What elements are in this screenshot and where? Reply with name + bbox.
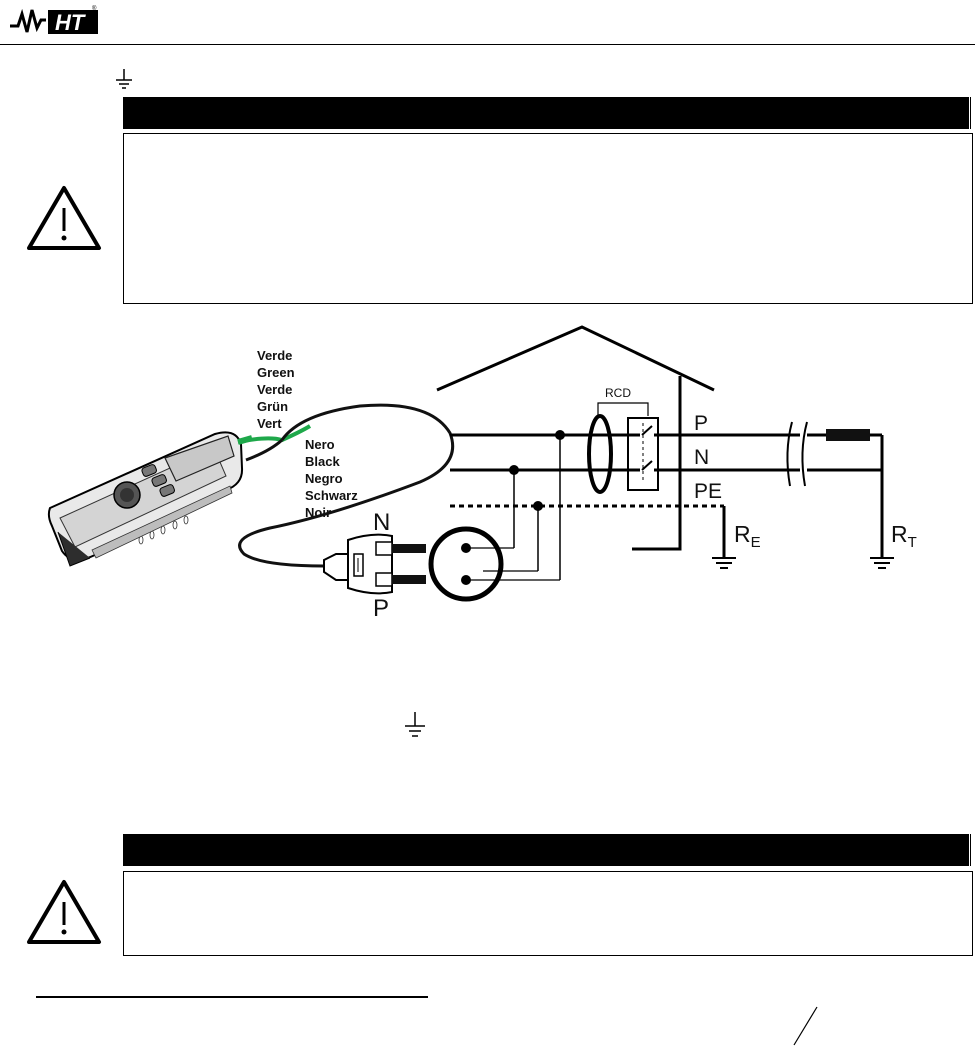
caution-header-bar-2 (123, 834, 971, 866)
mains-cable (238, 403, 455, 568)
header-rule (0, 44, 975, 45)
black-label-2: Negro (305, 471, 343, 486)
black-label-4: Noir (305, 505, 331, 520)
footnote-rule (36, 996, 428, 998)
bar-edge-gap-2 (969, 834, 970, 866)
rcd-label: RCD (605, 386, 631, 400)
green-lead-labels: Verde Green Verde Grün Vert (257, 348, 295, 431)
label-p: P (694, 412, 708, 435)
rcd-toroid (587, 414, 613, 494)
bar-edge-gap (969, 97, 970, 129)
green-label-0: Verde (257, 348, 292, 363)
supply-impedance (826, 429, 870, 441)
logo-text: HT (55, 10, 86, 35)
black-lead-labels: Nero Black Negro Schwarz Noir (305, 437, 358, 520)
label-rt: RT (891, 521, 917, 551)
wall-socket (428, 526, 560, 602)
plug-label-p: P (373, 595, 389, 622)
caution-note-box (123, 133, 973, 304)
rt-ground-symbol (870, 557, 894, 569)
house-roof (436, 325, 715, 392)
earth-ground-icon (114, 68, 134, 99)
warning-triangle-icon (26, 184, 102, 257)
wiring-diagram: Verde Green Verde Grün Vert Nero Black N… (47, 325, 917, 622)
black-label-1: Black (305, 454, 340, 469)
green-label-4: Vert (257, 416, 282, 431)
warning-triangle-icon (26, 878, 102, 951)
caution-note-box-2 (123, 871, 973, 956)
green-label-1: Green (257, 365, 295, 380)
label-n: N (694, 446, 709, 469)
plug-label-n: N (373, 509, 390, 536)
black-label-0: Nero (305, 437, 335, 452)
black-lead (245, 438, 284, 462)
black-label-3: Schwarz (305, 488, 358, 503)
schuko-plug (323, 533, 426, 595)
caution-header-bar (123, 97, 971, 129)
label-re: RE (734, 521, 761, 551)
logo-registered-mark: ® (92, 5, 97, 12)
ht-logo: HT ® (8, 2, 100, 38)
page-mark (793, 1006, 818, 1046)
green-label-2: Verde (257, 382, 292, 397)
re-ground-symbol (712, 557, 736, 569)
green-label-3: Grün (257, 399, 288, 414)
test-instrument (47, 431, 244, 567)
earth-ground-icon (403, 711, 427, 746)
label-pe: PE (694, 480, 722, 503)
